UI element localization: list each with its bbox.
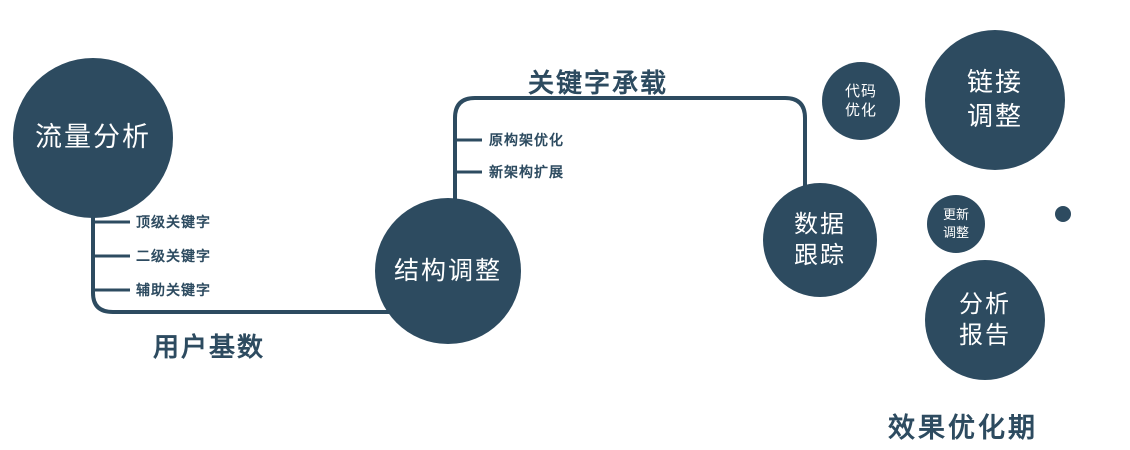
node-structure-adjustment-label: 结构调整	[393, 256, 502, 285]
node-update-adjustment: 更新 调整	[927, 195, 985, 253]
node-update-adjustment-line1: 更新	[942, 207, 969, 223]
node-update-adjustment-line2: 调整	[942, 225, 969, 240]
node-analysis-report: 分析 报告	[925, 260, 1045, 380]
branch-new-architecture-expansion: 新架构扩展	[489, 164, 564, 180]
node-data-tracking-line1: 数据	[794, 210, 846, 238]
node-data-tracking: 数据 跟踪	[763, 183, 877, 297]
dot-marker	[1055, 206, 1071, 222]
node-code-optimization: 代码 优化	[822, 62, 900, 140]
node-traffic-analysis: 流量分析	[13, 58, 173, 218]
node-structure-adjustment: 结构调整	[375, 198, 521, 344]
node-link-adjustment: 链接 调整	[925, 30, 1065, 170]
node-code-optimization-line2: 优化	[844, 102, 877, 119]
edge-label-keyword-carry: 关键字承载	[528, 68, 669, 98]
connector-user-base	[91, 205, 390, 314]
node-code-optimization-line1: 代码	[844, 82, 877, 100]
branch-auxiliary-keywords: 辅助关键字	[136, 282, 211, 298]
footer-effect-optimization-period: 效果优化期	[888, 413, 1038, 443]
branch-secondary-keywords: 二级关键字	[136, 248, 211, 264]
branch-original-architecture-optimization: 原构架优化	[489, 132, 564, 148]
node-link-adjustment-line1: 链接	[966, 67, 1023, 98]
edge-label-user-base: 用户基数	[153, 332, 266, 362]
node-analysis-report-line1: 分析	[959, 290, 1011, 318]
node-link-adjustment-line2: 调整	[966, 101, 1023, 131]
node-traffic-analysis-label: 流量分析	[35, 122, 151, 153]
node-analysis-report-line2: 报告	[959, 322, 1011, 349]
connector-keyword-carry	[453, 96, 807, 201]
branch-top-keywords: 顶级关键字	[136, 214, 211, 230]
node-data-tracking-line2: 跟踪	[794, 242, 846, 269]
